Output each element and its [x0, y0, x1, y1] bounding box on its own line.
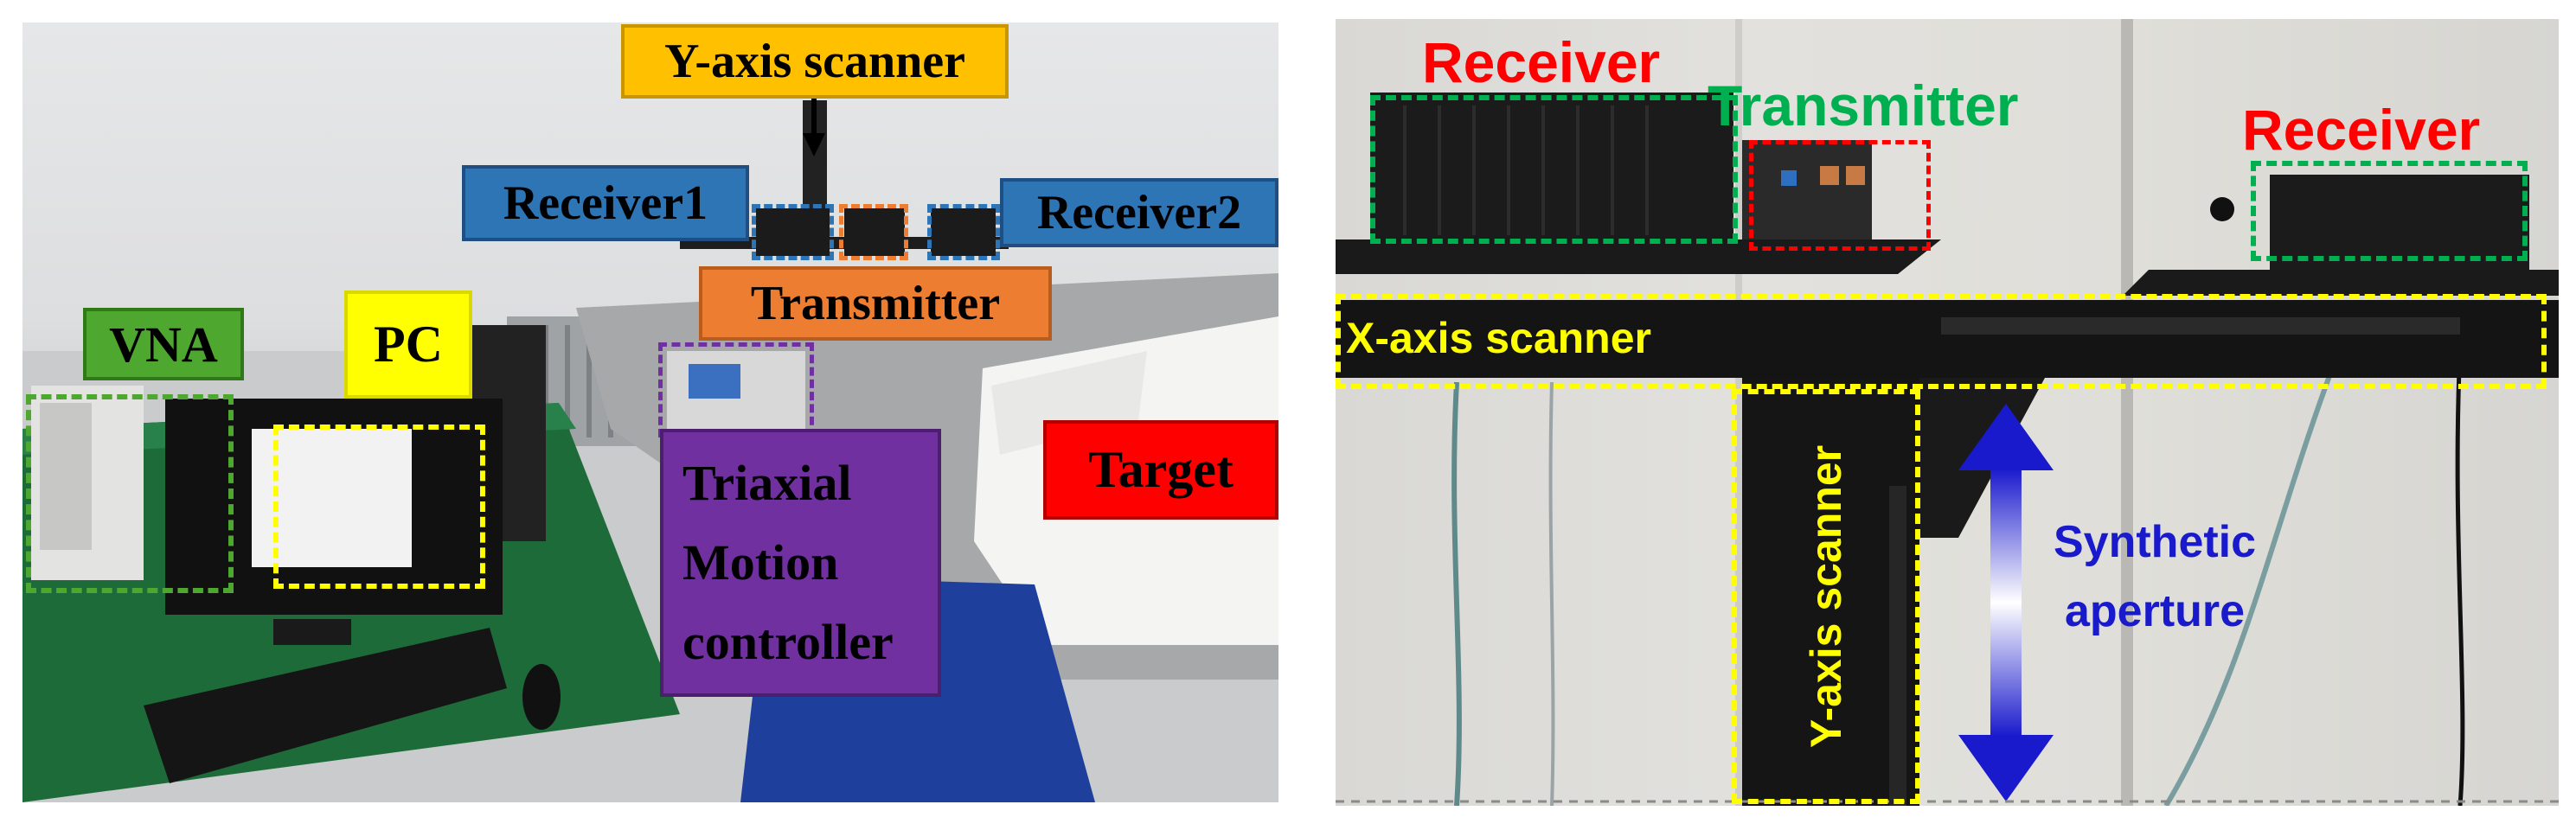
receiver1-label: Receiver1 [462, 165, 749, 241]
y-axis-scanner-label: Y-axis scanner [621, 24, 1009, 99]
receiver-right-outline [2251, 161, 2528, 261]
x-axis-scanner-outline [1336, 294, 2547, 389]
lab-setup-photo: Y-axis scanner Receiver1 Receiver2 Trans… [22, 22, 1278, 802]
receiver-left-label: Receiver [1422, 30, 1661, 94]
synthetic-aperture-label: Synthetic aperture [2054, 508, 2256, 646]
transmitter-label: Transmitter [1708, 73, 2019, 137]
vna-outline [26, 394, 234, 593]
controller-outline [658, 342, 814, 437]
synthetic-line-2: aperture [2064, 586, 2246, 636]
receiver-left-outline [1370, 95, 1738, 244]
controller-line-1: Triaxial [682, 455, 852, 511]
controller-line-2: Motion [682, 534, 839, 591]
vna-label: VNA [83, 308, 244, 380]
receiver2-label: Receiver2 [1000, 178, 1278, 247]
pc-label: PC [344, 290, 472, 399]
synthetic-line-1: Synthetic [2054, 517, 2257, 567]
receiver2-outline [927, 204, 1000, 260]
receiver1-outline [752, 204, 834, 260]
transmitter-outline [839, 204, 908, 260]
y-axis-scanner-outline [1732, 389, 1920, 804]
scanner-scene-illustration [1336, 19, 2559, 806]
pc-outline [273, 425, 485, 589]
controller-line-3: controller [682, 614, 894, 670]
scanner-closeup-photo: Receiver Transmitter Receiver X-axis sca… [1336, 19, 2559, 806]
y-axis-scanner-label: Y-axis scanner [1802, 444, 1850, 749]
target-label: Target [1043, 420, 1278, 520]
transmitter-label: Transmitter [699, 266, 1052, 341]
transmitter-outline [1749, 140, 1931, 251]
x-axis-scanner-label: X-axis scanner [1346, 314, 1651, 362]
triaxial-motion-controller-label: Triaxial Motion controller [660, 429, 941, 697]
receiver-right-label: Receiver [2242, 98, 2481, 162]
